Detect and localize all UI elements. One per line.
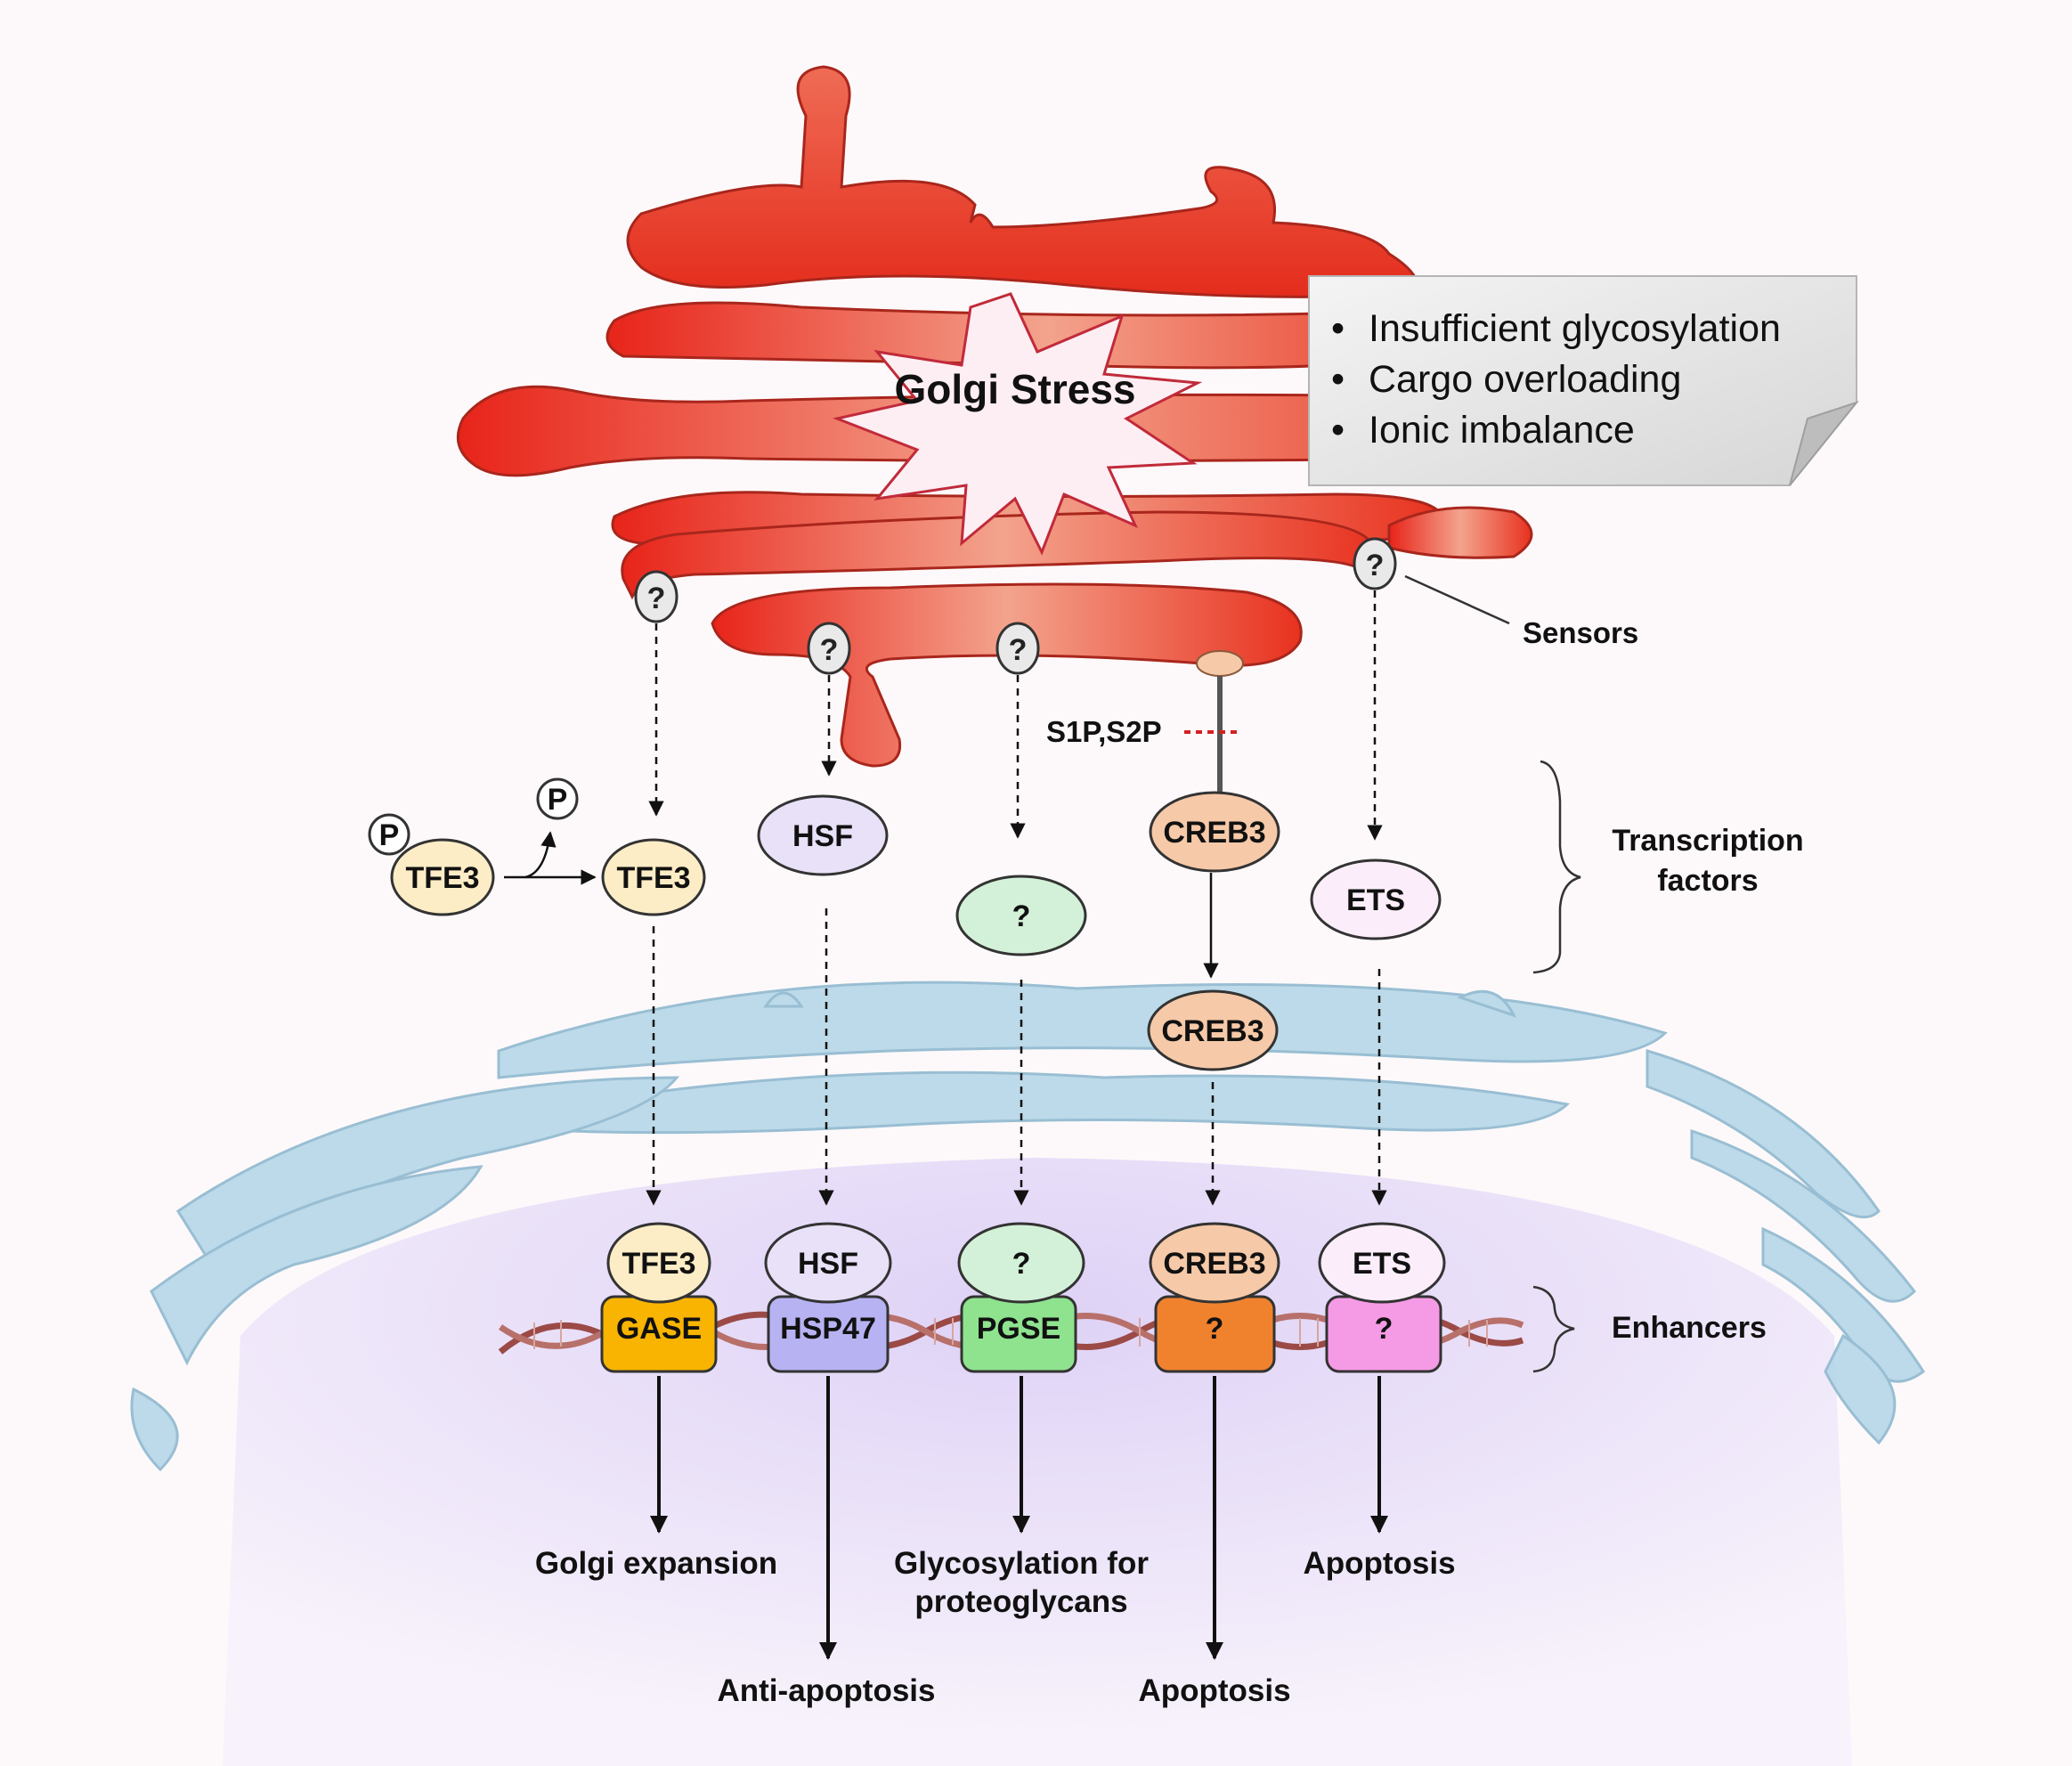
hsf-factor — [757, 794, 889, 876]
golgi-apparatus — [456, 65, 1569, 768]
sensor-pointer-line — [1404, 574, 1510, 625]
cause-item-2: Cargo overloading — [1369, 358, 1681, 401]
sensor-symbol: ? — [1366, 549, 1385, 582]
tfe3-dephosphorylation: TFE3 P P — [368, 777, 597, 916]
phosphate-circle-bound — [368, 813, 410, 856]
factor-to-enhancer-arrows — [646, 908, 1387, 1206]
outcome-glycosylation-line2: proteoglycans — [914, 1584, 1127, 1619]
hsf-bound-label: HSF — [798, 1247, 858, 1281]
outcome-arrows — [650, 1376, 1388, 1660]
creb3-membrane — [1149, 791, 1280, 873]
enhancers-label: Enhancers — [1612, 1311, 1767, 1345]
phosphate-label: P — [548, 783, 568, 817]
creb3-bound-label: CREB3 — [1163, 1247, 1265, 1281]
enhancer-complexes: GASE TFE3 HSP47 HSF PGSE ? ? CREB3 ? ETS — [600, 1222, 1446, 1373]
ets-factor — [1310, 859, 1442, 940]
creb3-membrane-label: CREB3 — [1163, 816, 1265, 850]
unknown-bound-label: ? — [1012, 1247, 1031, 1281]
golgi-stress-label: Golgi Stress — [895, 366, 1136, 412]
hsp47-label: HSP47 — [780, 1312, 876, 1346]
tf-label-line1: Transcription — [1612, 824, 1803, 858]
sensor-symbol: ? — [820, 633, 839, 667]
ets-factor-label: ETS — [1346, 883, 1405, 917]
endoplasmic-reticulum — [130, 981, 1926, 1472]
unknown-bound — [957, 1222, 1085, 1304]
creb3-enhancer-label: ? — [1206, 1312, 1224, 1346]
sensor-1: ? — [634, 570, 678, 623]
tf-label-line2: factors — [1657, 864, 1758, 898]
outcome-anti-apoptosis: Anti-apoptosis — [718, 1673, 936, 1708]
cause-bullet-3: • — [1331, 409, 1345, 452]
protease-label: S1P,S2P — [1046, 715, 1162, 748]
ets-bound — [1318, 1222, 1446, 1304]
ets-bound-label: ETS — [1353, 1247, 1411, 1281]
outcome-glycosylation-line1: Glycosylation for — [894, 1546, 1149, 1581]
unknown-factor-label: ? — [1012, 899, 1031, 933]
sensors-label: Sensors — [1523, 616, 1638, 649]
gase-label: GASE — [616, 1312, 702, 1346]
sensor-symbol: ? — [1009, 633, 1028, 667]
outcome-apoptosis-ets: Apoptosis — [1303, 1546, 1455, 1581]
phosphate-circle-released — [536, 777, 579, 820]
creb3-released — [1147, 989, 1279, 1071]
outcome-golgi-expansion: Golgi expansion — [535, 1546, 777, 1581]
sensor-to-factor-arrows — [648, 590, 1383, 841]
outcome-apoptosis-creb3: Apoptosis — [1138, 1673, 1290, 1708]
sensor-symbol: ? — [647, 582, 666, 615]
outcome-labels: Golgi expansion Anti-apoptosis Glycosyla… — [535, 1546, 1456, 1708]
golgi-stress-burst: Golgi Stress — [832, 292, 1203, 556]
cytoplasmic-factors: TFE3 HSF ? CREB3 ETS CREB3 — [601, 791, 1442, 1071]
sensor-5: ? — [1353, 537, 1397, 590]
sensors: ? ? ? ? Sensors — [634, 537, 1638, 797]
cause-bullet-1: • — [1331, 307, 1345, 350]
cause-bullet-2: • — [1331, 358, 1345, 401]
enhancer-brace — [1532, 1285, 1575, 1373]
sensor-3: ? — [995, 622, 1040, 675]
creb3-anchor — [1196, 650, 1244, 797]
creb3-released-label: CREB3 — [1161, 1014, 1264, 1048]
cause-item-1: Insufficient glycosylation — [1369, 307, 1781, 350]
stress-causes-note: • Insufficient glycosylation • Cargo ove… — [1308, 275, 1859, 486]
unknown-factor — [955, 875, 1087, 956]
tfe3-bound — [606, 1222, 711, 1304]
phosphate-release-arrow — [524, 831, 557, 879]
phosphate-label: P — [379, 818, 400, 852]
hsf-factor-label: HSF — [792, 819, 853, 853]
tfe3-phospho-oval — [390, 838, 495, 916]
tfe3-active — [601, 838, 706, 916]
cause-item-3: Ionic imbalance — [1369, 409, 1635, 452]
pgse-label: PGSE — [977, 1312, 1060, 1346]
ets-enhancer-label: ? — [1375, 1312, 1394, 1346]
tfe3-bound-label: TFE3 — [622, 1247, 695, 1281]
tf-brace — [1532, 760, 1581, 974]
hsf-bound — [764, 1222, 892, 1304]
creb3-bound — [1149, 1222, 1280, 1304]
tfe3-phospho-label: TFE3 — [405, 861, 479, 895]
sensor-2: ? — [807, 622, 851, 675]
tfe3-active-label: TFE3 — [616, 861, 690, 895]
